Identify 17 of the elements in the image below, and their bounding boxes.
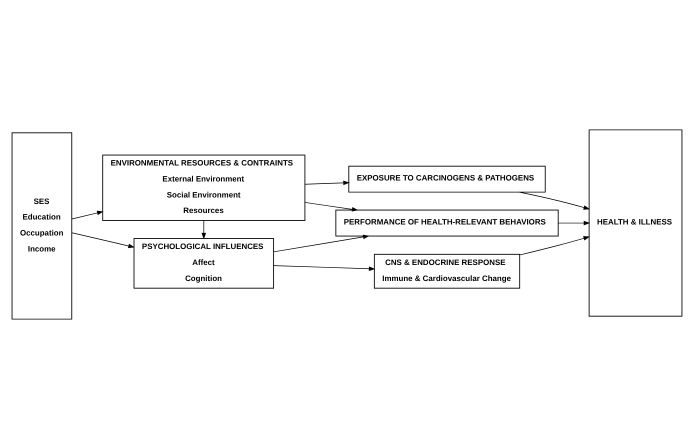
node-box: SES Education Occupation Income bbox=[12, 132, 72, 320]
arrow bbox=[519, 236, 590, 255]
arrow bbox=[72, 232, 135, 248]
node-box: PSYCHOLOGICAL INFLUENCES Affect Cognition bbox=[134, 238, 274, 288]
arrow bbox=[518, 191, 590, 210]
arrow bbox=[273, 264, 376, 270]
arrow bbox=[72, 210, 104, 219]
node-box: ENVIRONMENTAL RESOURCES & CONTRAINTS External Environment Social Environment Resources bbox=[102, 154, 306, 220]
node-box: HEALTH & ILLNESS bbox=[588, 128, 682, 316]
arrow bbox=[273, 234, 370, 252]
arrow bbox=[558, 220, 590, 225]
arrow bbox=[304, 202, 358, 212]
arrow bbox=[202, 220, 206, 239]
node-box: CNS & ENDOCRINE RESPONSE Immune & Cardiovascular Change bbox=[374, 253, 520, 288]
node-box: PERFORMANCE OF HEALTH-RELEVANT BEHAVIORS bbox=[335, 209, 559, 236]
node-box: EXPOSURE TO CARCINOGENS & PATHOGENS bbox=[348, 165, 546, 192]
arrow bbox=[304, 180, 350, 185]
